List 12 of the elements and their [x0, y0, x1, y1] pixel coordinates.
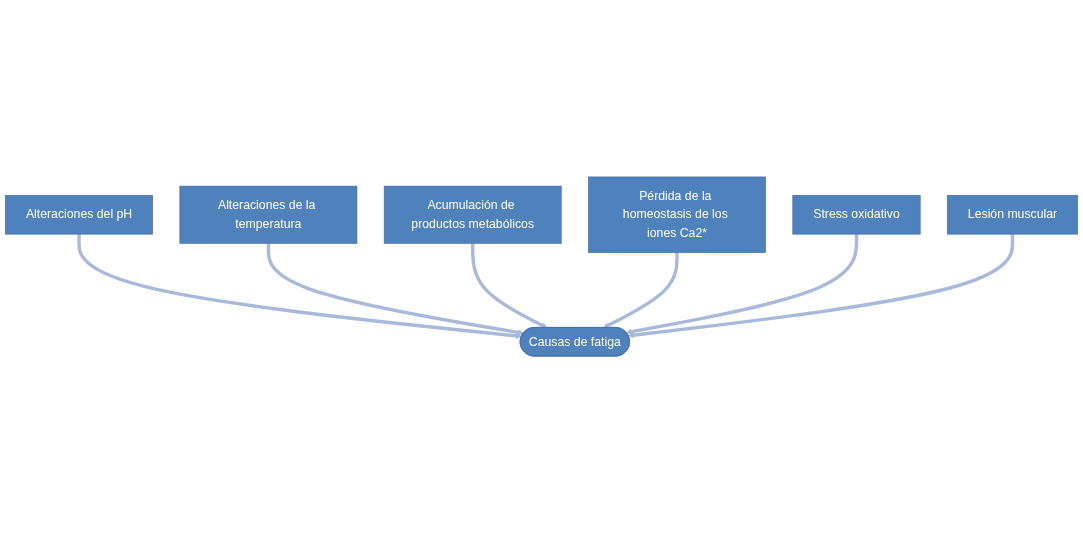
node-box: Acumulación de productos metabólicos	[383, 185, 562, 244]
node-box: Pérdida de la homeostasis de los iones Ca2*	[588, 176, 766, 253]
arrow	[266, 243, 524, 336]
arrow	[471, 243, 548, 329]
arrow	[77, 234, 522, 339]
node-box: Alteraciones de la temperatura	[179, 185, 358, 244]
node-box: Stress oxidativo	[792, 195, 921, 235]
arrow	[603, 252, 679, 329]
node-box: Alteraciones del pH	[5, 195, 153, 235]
node-box: Lesión muscular	[947, 195, 1078, 235]
arrow	[626, 234, 859, 335]
arrow	[628, 234, 1015, 339]
